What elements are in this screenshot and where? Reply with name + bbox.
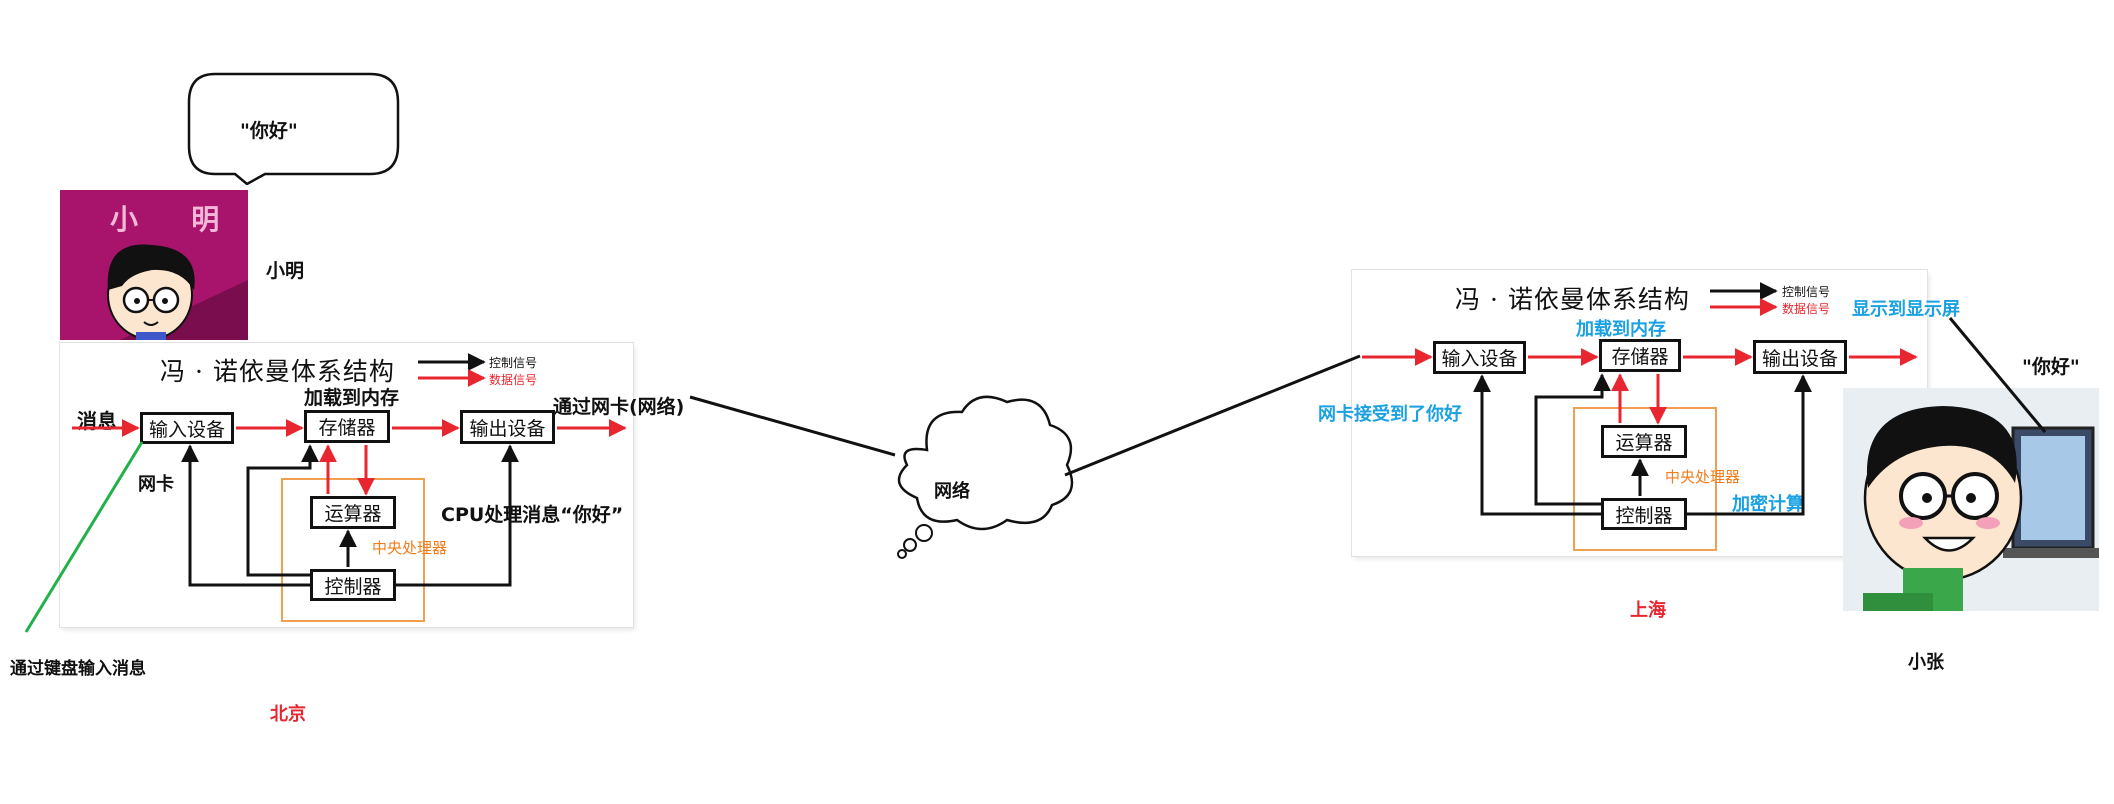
shanghai-cpu-frame (1573, 407, 1717, 551)
beijing-controller-box: 控制器 (310, 569, 396, 601)
speech-bubble-text: "你好" (240, 120, 298, 142)
shanghai-controller-to-output-arrow (1687, 374, 1812, 516)
shanghai-alu-box: 运算器 (1601, 425, 1687, 458)
speech-bubble (187, 72, 400, 185)
xiaoming-name: 小明 (266, 260, 305, 282)
beijing-label-nic: 网卡 (138, 474, 174, 495)
shanghai-legend-control: 控制信号 (1782, 285, 1831, 299)
shanghai-cpu-label: 中央处理器 (1665, 468, 1741, 486)
beijing-controller-to-input-arrow (181, 444, 310, 587)
beijing-label-keyboard: 通过键盘输入消息 (10, 659, 146, 679)
beijing-controller-to-output-arrow (396, 444, 519, 587)
shanghai-label-nic-receive: 网卡接受到了你好 (1318, 404, 1462, 425)
shanghai-panel-title: 冯 · 诺依曼体系结构 (1455, 285, 1690, 314)
beijing-panel-title: 冯 · 诺依曼体系结构 (160, 357, 395, 386)
beijing-label-cpu-process: CPU处理消息“你好” (441, 504, 624, 526)
beijing-storage-box: 存储器 (304, 410, 390, 443)
beijing-legend-data: 数据信号 (489, 373, 538, 387)
beijing-controller-to-storage-arrow (246, 444, 319, 577)
network-label: 网络 (934, 481, 970, 502)
shanghai-label-display: 显示到显示屏 (1852, 299, 1960, 320)
shanghai-label-load: 加载到内存 (1576, 319, 1666, 340)
xiaozhang-quote: "你好" (2022, 356, 2080, 378)
beijing-output-device-box: 输出设备 (460, 410, 555, 444)
boy-at-computer-icon (1863, 406, 2099, 611)
beijing-input-device-box: 输入设备 (140, 412, 234, 444)
beijing-city-label: 北京 (270, 704, 306, 725)
shanghai-input-device-box: 输入设备 (1433, 341, 1526, 374)
network-to-shanghai-link (1064, 354, 1361, 477)
beijing-label-load: 加载到内存 (304, 387, 400, 409)
beijing-alu-box: 运算器 (310, 496, 396, 529)
shanghai-label-decrypt: 加密计算 (1732, 494, 1804, 515)
xiaoming-avatar: 小 明 (60, 190, 248, 340)
beijing-legend-control: 控制信号 (489, 356, 538, 370)
shanghai-storage-box: 存储器 (1599, 339, 1681, 372)
display-to-screen-line (1948, 317, 2047, 433)
xiaozhang-name: 小张 (1908, 652, 1944, 673)
shanghai-controller-box: 控制器 (1601, 498, 1687, 530)
boy-cartoon-icon (107, 244, 248, 340)
beijing-label-nic-send: 通过网卡(网络) (553, 396, 685, 418)
beijing-cpu-label: 中央处理器 (372, 539, 448, 557)
keyboard-input-line (24, 441, 144, 633)
avatar-sign-text: 小 明 (110, 203, 226, 236)
shanghai-legend-data: 数据信号 (1782, 302, 1831, 316)
shanghai-controller-to-storage-arrow (1534, 373, 1611, 506)
beijing-cpu-frame (281, 478, 425, 622)
network-cloud-icon (897, 395, 1074, 559)
beijing-to-network-link (689, 395, 896, 457)
shanghai-controller-to-input-arrow (1473, 374, 1601, 516)
xiaozhang-avatar (1843, 388, 2099, 611)
shanghai-city-label: 上海 (1630, 600, 1666, 621)
shanghai-output-device-box: 输出设备 (1753, 340, 1847, 374)
